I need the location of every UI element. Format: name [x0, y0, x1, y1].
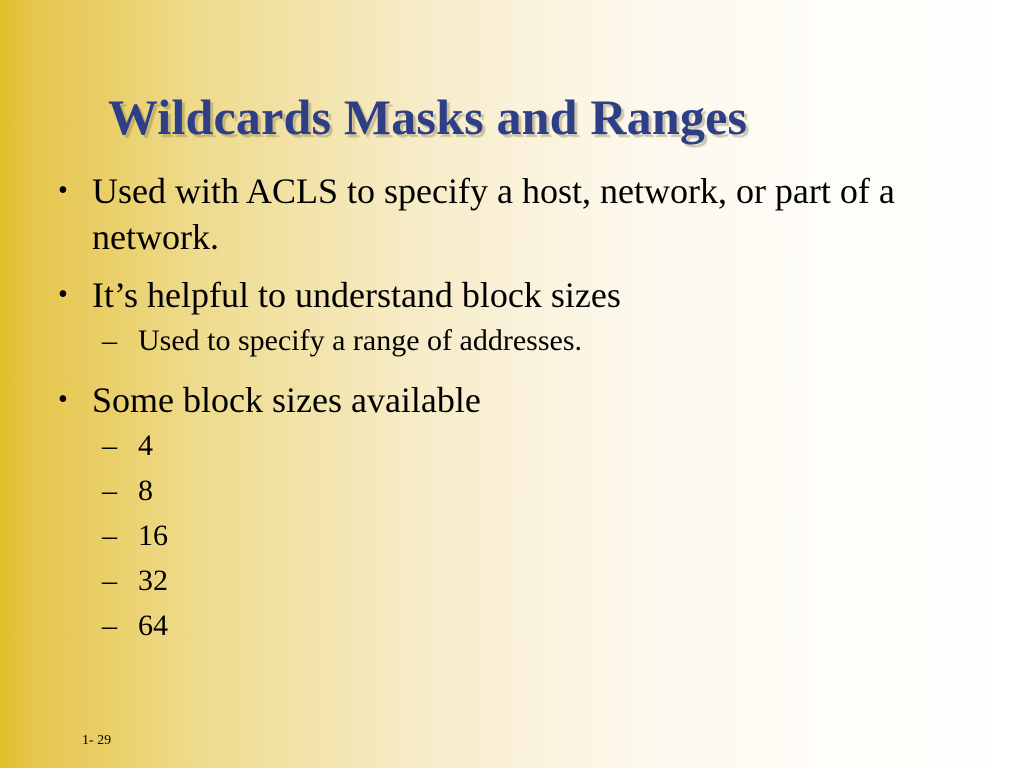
dash-icon: – [102, 519, 117, 552]
dash-icon: – [102, 429, 117, 462]
sub-bullet-text: 32 [138, 564, 168, 597]
sub-bullet-text: Used to specify a range of addresses. [138, 324, 583, 357]
sub-bullet-item: – 16 [52, 513, 962, 558]
bullet-item: • Used with ACLS to specify a host, netw… [52, 168, 962, 260]
dash-icon: – [102, 474, 117, 507]
bullet-text: It’s helpful to understand block sizes [92, 275, 621, 315]
sub-bullet-item: – 8 [52, 468, 962, 513]
sub-bullet-item: – 32 [52, 558, 962, 603]
slide-title: Wildcards Masks and Ranges [108, 89, 748, 145]
dash-icon: – [102, 564, 117, 597]
sub-bullet-text: 8 [138, 474, 153, 507]
sub-bullet-item: – 4 [52, 423, 962, 468]
dash-icon: – [102, 324, 117, 357]
sub-bullet-item: – Used to specify a range of addresses. [52, 318, 962, 363]
sub-bullet-text: 16 [138, 519, 168, 552]
dash-icon: – [102, 609, 117, 642]
bullet-item: • It’s helpful to understand block sizes [52, 272, 962, 318]
bullet-text: Some block sizes available [92, 380, 481, 420]
sub-bullet-text: 64 [138, 609, 168, 642]
bullet-text: Used with ACLS to specify a host, networ… [92, 171, 895, 257]
bullet-icon: • [58, 279, 68, 310]
sub-bullet-text: 4 [138, 429, 153, 462]
sub-bullet-item: – 64 [52, 603, 962, 648]
page-number: 1- 29 [82, 733, 112, 748]
bullet-icon: • [58, 384, 68, 415]
slide-body: • Used with ACLS to specify a host, netw… [52, 168, 962, 648]
bullet-icon: • [58, 175, 68, 206]
bullet-item: • Some block sizes available [52, 377, 962, 423]
